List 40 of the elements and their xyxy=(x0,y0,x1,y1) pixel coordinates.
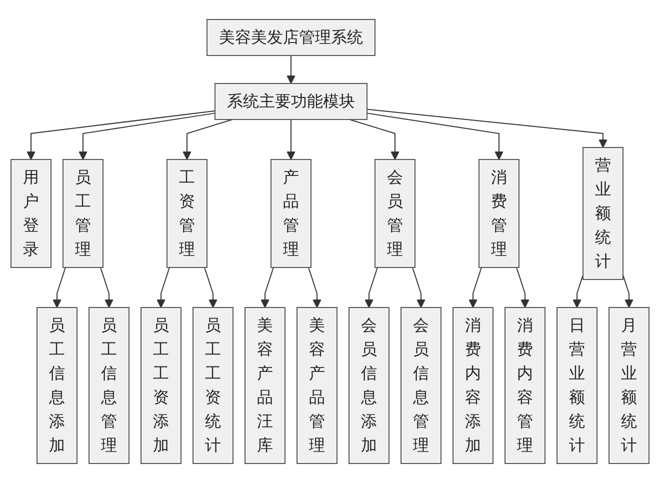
node-box: 员工信息管理 xyxy=(88,307,130,464)
arrow xyxy=(286,119,296,160)
node-box: 美容产品汪库 xyxy=(244,307,286,464)
node-box: 会员信息添加 xyxy=(348,307,390,464)
node-box: 员工管理 xyxy=(62,159,104,268)
node-box: 工资管理 xyxy=(166,159,208,268)
arrow xyxy=(572,274,584,308)
arrow xyxy=(26,110,216,160)
node-box: 消费管理 xyxy=(478,159,520,268)
node-box: 消费内容管理 xyxy=(504,307,546,464)
node-box: 美容美发店管理系统 xyxy=(206,19,376,56)
node-box: 员工工资添加 xyxy=(140,307,182,464)
arrow xyxy=(366,108,608,148)
node-box: 营业额统计 xyxy=(582,147,624,280)
arrow xyxy=(156,267,170,308)
arrow xyxy=(412,267,426,308)
node-box: 员工信息添加 xyxy=(36,307,78,464)
node-box: 产品管理 xyxy=(270,159,312,268)
node-box: 员工工资统计 xyxy=(192,307,234,464)
arrow xyxy=(52,267,66,308)
arrow xyxy=(100,267,114,308)
arrow xyxy=(366,112,504,160)
arrow xyxy=(204,267,218,308)
arrow xyxy=(286,55,296,84)
node-box: 会员信息管理 xyxy=(400,307,442,464)
node-box: 月营业额统计 xyxy=(608,307,650,464)
arrow xyxy=(182,119,233,160)
arrow xyxy=(308,267,322,308)
node-box: 美容产品管理 xyxy=(296,307,338,464)
node-box: 日营业额统计 xyxy=(556,307,598,464)
node-box: 消费内容添加 xyxy=(452,307,494,464)
arrow xyxy=(468,267,482,308)
node-box: 系统主要功能模块 xyxy=(214,83,368,120)
node-box: 会员管理 xyxy=(374,159,416,268)
arrow xyxy=(516,267,530,308)
arrow xyxy=(349,119,400,160)
arrow xyxy=(364,267,378,308)
arrow xyxy=(260,267,274,308)
arrow xyxy=(78,112,216,160)
node-box: 用户登录 xyxy=(10,159,52,268)
